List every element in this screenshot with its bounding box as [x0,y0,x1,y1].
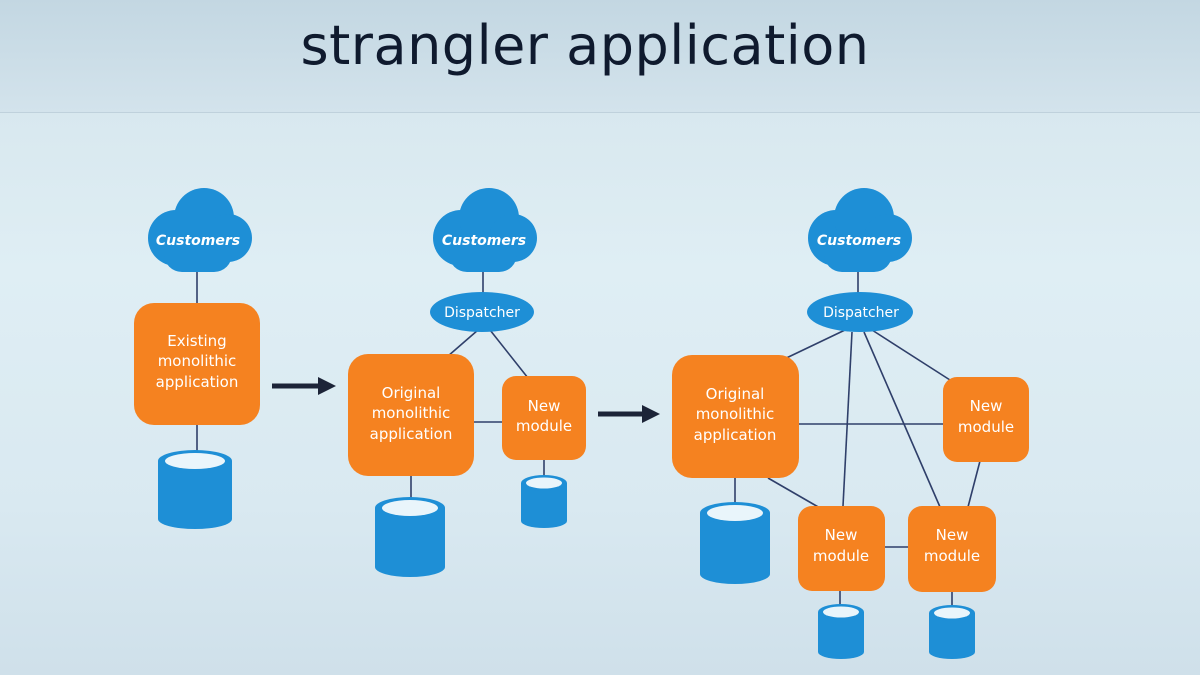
module-a-module-c-connector [967,460,981,508]
customers-label: Customers [817,233,901,249]
title-band [0,0,1200,113]
existing-monolith-label-2: monolithic [158,352,237,370]
original-monolith-label-2: monolithic [372,404,451,422]
new-module-b-label-1: New [825,526,858,544]
new-module-a-label-1: New [970,397,1003,415]
slide-title: strangler application [300,14,870,77]
new-module-box [502,376,586,460]
dispatcher-module-b-connector [842,331,853,507]
transition-arrow-1 [272,377,336,395]
database-icon [700,502,770,584]
original-monolith-box [348,354,474,476]
new-module-b-label-2: module [813,547,869,565]
new-module-c-box [908,506,996,592]
customers-cloud [148,188,252,272]
existing-monolith-label-3: application [156,373,239,391]
existing-monolith-label-1: Existing [167,332,226,350]
dispatcher-node [430,292,534,332]
original-monolith-label-2: monolithic [696,405,775,423]
dispatcher-original-connector [777,329,846,363]
dispatcher-label: Dispatcher [823,305,899,321]
stage-2: Customers Dispatcher Original monolithic… [348,188,586,577]
dispatcher-label: Dispatcher [444,305,520,321]
database-icon [929,605,975,659]
customers-cloud [808,188,912,272]
original-monolith-label-1: Original [706,385,765,403]
original-monolith-label-3: application [370,425,453,443]
stage-3: Customers Dispatcher Original monolithic… [672,188,1029,659]
customers-cloud [433,188,537,272]
original-monolith-label-3: application [694,426,777,444]
new-module-a-label-2: module [958,418,1014,436]
dispatcher-module-connector [489,329,529,379]
new-module-c-label-2: module [924,547,980,565]
existing-monolith-box [134,303,260,425]
dispatcher-node [807,292,913,332]
database-icon [818,604,864,659]
new-module-label-2: module [516,417,572,435]
transition-arrow-2 [598,405,660,423]
database-icon [158,450,232,529]
database-icon [375,497,445,577]
dispatcher-module-a-connector [871,329,951,381]
original-monolith-label-1: Original [382,384,441,402]
customers-label: Customers [442,233,526,249]
new-module-a-box [943,377,1029,462]
new-module-c-label-1: New [936,526,969,544]
dispatcher-module-c-connector [863,331,941,508]
new-module-label-1: New [528,397,561,415]
original-module-b-connector [767,477,821,509]
customers-label: Customers [156,233,240,249]
stage-1: Customers Existing monolithic applicatio… [134,188,260,529]
original-monolith-box [672,355,799,478]
new-module-b-box [798,506,885,591]
database-icon [521,475,567,528]
